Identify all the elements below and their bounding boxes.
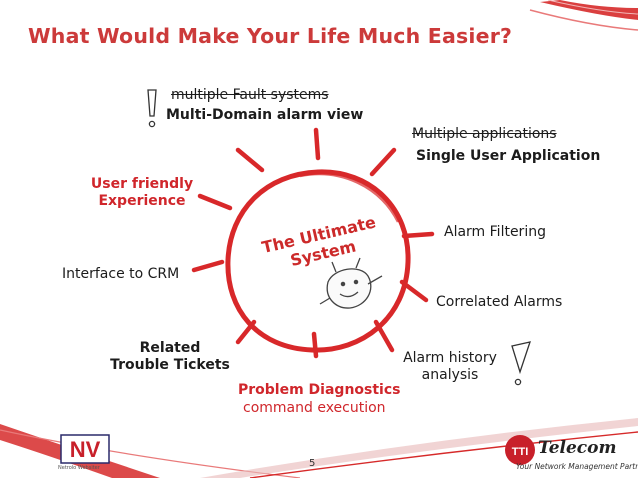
label-alarm-history: Alarm history analysis	[398, 350, 502, 384]
label-alarm-filtering: Alarm Filtering	[444, 224, 546, 240]
label-user-friendly: User friendly Experience	[86, 176, 198, 210]
bottom-swoosh	[0, 418, 638, 478]
tti-logo-text: Telecom	[538, 438, 617, 458]
netrolo-logo-text: NV	[70, 437, 101, 462]
sun-rays	[191, 127, 435, 359]
tti-logo-mark: TTI	[512, 446, 529, 458]
ray-top-left	[235, 147, 265, 173]
label-related-tickets-line1: Related	[139, 340, 201, 356]
label-related-tickets-line2: Trouble Tickets	[110, 357, 230, 373]
label-problem-diagnostics: Problem Diagnostics	[238, 382, 401, 398]
ray-bottom	[311, 331, 319, 359]
label-fault-old: multiple Fault systems	[171, 87, 329, 103]
netrolo-logo: NV	[60, 434, 110, 464]
ray-bottom-right	[373, 319, 395, 353]
tti-tagline: Your Network Management Partner	[516, 462, 638, 471]
ray-right	[401, 231, 435, 239]
robot-doodle-icon	[319, 257, 383, 309]
ray-left	[191, 259, 225, 273]
ray-top	[313, 127, 321, 161]
tti-telecom-logo: TTI	[505, 435, 535, 465]
label-user-friendly-line1: User friendly	[90, 176, 194, 192]
exclamation-doodle-icon-2	[511, 341, 531, 386]
netrolo-logo-caption: Netrolo Websiter	[58, 465, 100, 471]
exclamation-doodle-icon	[147, 89, 157, 128]
label-apps-old: Multiple applications	[412, 126, 557, 142]
ray-right-lower	[399, 279, 429, 303]
ray-bottom-left	[235, 319, 257, 345]
label-command-execution: command execution	[243, 400, 386, 416]
label-alarm-history-line2: analysis	[421, 367, 479, 383]
label-fault-new: Multi-Domain alarm view	[166, 107, 364, 123]
sun-circle	[225, 169, 411, 353]
label-interface-crm: Interface to CRM	[62, 266, 180, 282]
label-apps-new: Single User Application	[416, 148, 601, 164]
label-correlated-alarms: Correlated Alarms	[436, 294, 563, 310]
label-alarm-history-line1: Alarm history	[403, 350, 497, 366]
label-user-friendly-line2: Experience	[98, 193, 186, 209]
ray-top-right	[369, 147, 397, 177]
top-right-swoosh	[529, 0, 638, 31]
page-title: What Would Make Your Life Much Easier?	[28, 24, 513, 48]
label-related-tickets: Related Trouble Tickets	[108, 340, 232, 374]
page-number: 5	[309, 458, 316, 469]
ray-left-upper	[197, 193, 233, 211]
